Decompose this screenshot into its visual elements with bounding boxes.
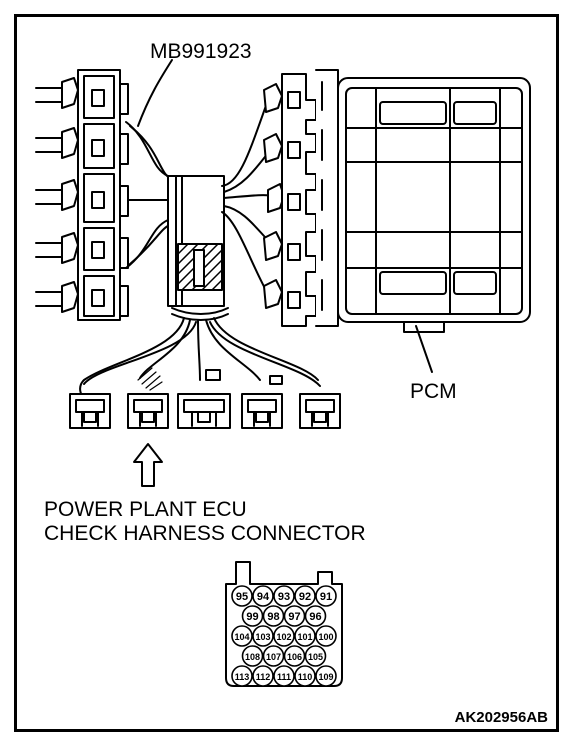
pin-label-105: 105 [308,652,323,662]
bottom-branch-wires [79,317,321,397]
pcm-label: PCM [410,380,457,403]
pin-circle-102 [273,625,295,647]
pin-grid: 95 94 93 92 91 99 98 97 96 104 103 102 101 100 108 107 1… [231,585,337,687]
pin-label-112: 112 [256,672,271,682]
pin-label-97: 97 [288,611,300,623]
pin-circle-106 [283,645,306,667]
up-arrow-icon [133,443,163,487]
pin-label-91: 91 [320,591,332,603]
pin-circle-99 [241,605,264,627]
connector-title-line1: POWER PLANT ECU [44,498,247,521]
pin-circle-108 [241,645,264,667]
left-connector-stack [35,69,129,321]
pin-label-92: 92 [299,591,311,603]
pcm-leader-line [415,325,433,373]
pin-label-95: 95 [236,591,248,603]
tool-label: MB991923 [150,40,252,63]
pin-circle-94 [252,585,274,607]
pin-circle-92 [294,585,316,607]
bottom-connector-row [69,393,341,429]
pin-circle-96 [304,605,327,627]
pin-circle-109 [315,665,337,687]
pin-label-110: 110 [298,672,313,682]
pin-circle-101 [294,625,316,647]
pin-circle-98 [262,605,285,627]
pin-label-104: 104 [234,632,249,642]
pin-circle-103 [252,625,274,647]
pin-label-111: 111 [277,672,291,682]
left-harness-wires [125,121,173,269]
pin-label-101: 101 [297,632,312,642]
pin-label-100: 100 [318,632,333,642]
pin-label-107: 107 [266,652,281,662]
tool-leader-line [137,59,173,127]
pin-label-96: 96 [309,611,321,623]
pin-circle-107 [262,645,285,667]
pin-label-106: 106 [287,652,302,662]
pin-label-99: 99 [246,611,258,623]
pin-label-103: 103 [255,632,270,642]
pcm-unit [281,69,531,333]
pin-label-98: 98 [267,611,279,623]
pin-circle-97 [283,605,306,627]
pin-circle-105 [304,645,327,667]
pin-label-109: 109 [318,672,333,682]
pin-circle-104 [231,625,253,647]
pin-label-93: 93 [278,591,290,603]
pin-circle-111 [273,665,295,687]
harness-trunk [167,175,229,321]
pin-circle-100 [315,625,337,647]
pin-label-94: 94 [257,591,270,603]
pin-circle-93 [273,585,295,607]
right-harness-wires [221,83,285,309]
pin-label-102: 102 [276,632,291,642]
pin-label-113: 113 [235,672,250,682]
pin-circle-113 [231,665,253,687]
pin-label-108: 108 [245,652,260,662]
pin-circle-110 [294,665,316,687]
figure-code: AK202956AB [455,709,549,726]
pin-circle-112 [252,665,274,687]
pin-circle-91 [315,585,337,607]
connector-title-line2: CHECK HARNESS CONNECTOR [44,522,366,545]
pin-circle-95 [231,585,253,607]
